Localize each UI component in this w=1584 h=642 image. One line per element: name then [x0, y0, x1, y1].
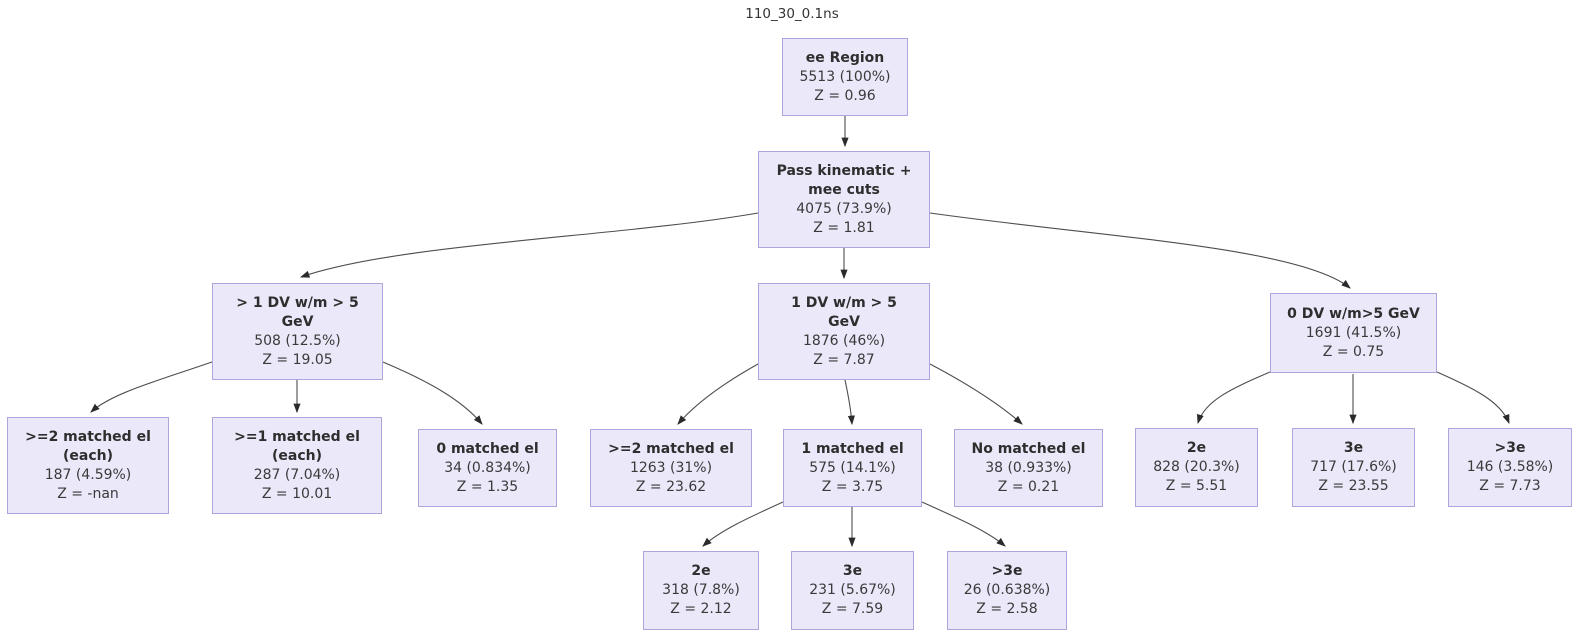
- node-gt1-dv: > 1 DV w/m > 5 GeV 508 (12.5%) Z = 19.05: [212, 283, 383, 380]
- node-count: 287 (7.04%): [253, 466, 341, 483]
- node-m1-3e: 3e 231 (5.67%) Z = 7.59: [791, 551, 914, 630]
- edge-pass-to-gt1dv: [299, 212, 759, 278]
- node-z: Z = 2.58: [976, 601, 1038, 617]
- node-label: 2e: [691, 563, 711, 579]
- node-m1-gt3e: >3e 26 (0.638%) Z = 2.58: [947, 551, 1067, 630]
- node-count: 717 (17.6%): [1310, 459, 1397, 475]
- node-label: 0 DV w/m>5 GeV: [1287, 305, 1420, 322]
- edge-gt1dv-to-zeromatched: [382, 361, 483, 425]
- node-zero-matched: 0 matched el 34 (0.834%) Z = 1.35: [418, 429, 557, 507]
- node-z: Z = 1.81: [813, 219, 875, 236]
- node-count: 575 (14.1%): [809, 459, 896, 476]
- node-dv0-gt3e: >3e 146 (3.58%) Z = 7.73: [1448, 428, 1572, 507]
- node-count: 231 (5.67%): [809, 582, 896, 598]
- node-dv0-3e: 3e 717 (17.6%) Z = 23.55: [1292, 428, 1415, 507]
- node-ge1-matched-each: >=1 matched el (each) 287 (7.04%) Z = 10…: [212, 417, 382, 514]
- edge-gt1dv-to-ge2each: [90, 361, 213, 413]
- node-count: 1876 (46%): [802, 332, 886, 349]
- node-z: Z = 1.35: [456, 478, 519, 495]
- node-label: >=1 matched el (each): [234, 428, 360, 464]
- node-label: No matched el: [971, 440, 1086, 457]
- node-z: Z = 0.21: [997, 478, 1060, 495]
- node-label: >3e: [991, 563, 1023, 579]
- diagram-title: 110_30_0.1ns: [745, 6, 839, 22]
- node-z: Z = 0.96: [814, 87, 876, 104]
- node-one-dv: 1 DV w/m > 5 GeV 1876 (46%) Z = 7.87: [758, 283, 930, 380]
- node-count: 318 (7.8%): [662, 582, 740, 598]
- node-count: 34 (0.834%): [444, 459, 531, 476]
- node-z: Z = 7.87: [813, 351, 875, 368]
- node-label: 2e: [1186, 440, 1207, 456]
- node-z: Z = 5.51: [1165, 478, 1228, 494]
- node-count: 187 (4.59%): [44, 466, 132, 483]
- edge-onedv-to-nomatched: [929, 363, 1023, 425]
- node-count: 4075 (73.9%): [796, 200, 892, 217]
- node-ee-region: ee Region 5513 (100%) Z = 0.96: [782, 38, 908, 116]
- edge-onedv-to-onematched: [844, 379, 855, 426]
- node-label: Pass kinematic + mee cuts: [776, 162, 912, 198]
- node-no-matched: No matched el 38 (0.933%) Z = 0.21: [954, 429, 1103, 507]
- node-count: 508 (12.5%): [254, 332, 341, 349]
- edge-onematched-to-m1gt3e: [921, 501, 1006, 547]
- node-count: 5513 (100%): [799, 68, 891, 85]
- node-count: 26 (0.638%): [963, 582, 1051, 598]
- node-dv0-2e: 2e 828 (20.3%) Z = 5.51: [1135, 428, 1258, 507]
- node-z: Z = 23.62: [635, 478, 707, 495]
- node-z: Z = 7.59: [821, 601, 884, 617]
- node-zero-dv: 0 DV w/m>5 GeV 1691 (41.5%) Z = 0.75: [1270, 293, 1437, 373]
- node-label: >3e: [1494, 440, 1526, 456]
- node-count: 1691 (41.5%): [1305, 324, 1402, 341]
- node-count: 38 (0.933%): [985, 459, 1072, 476]
- node-z: Z = 7.73: [1479, 478, 1541, 494]
- node-label: >=2 matched el: [608, 440, 734, 457]
- node-z: Z = 2.12: [670, 601, 732, 617]
- node-z: Z = 10.01: [261, 485, 333, 502]
- node-m1-2e: 2e 318 (7.8%) Z = 2.12: [643, 551, 759, 630]
- node-pass-kinematic: Pass kinematic + mee cuts 4075 (73.9%) Z…: [758, 151, 930, 248]
- node-z: Z = 23.55: [1318, 478, 1389, 494]
- node-label: >=2 matched el (each): [25, 428, 151, 464]
- edge-zerodv-to-dv02e: [1196, 371, 1271, 425]
- node-ge2-matched: >=2 matched el 1263 (31%) Z = 23.62: [590, 429, 752, 507]
- edge-zerodv-to-dv0gt3e: [1436, 371, 1510, 425]
- node-z: Z = -nan: [57, 485, 119, 502]
- node-label: 1 DV w/m > 5 GeV: [791, 294, 897, 330]
- node-z: Z = 3.75: [821, 478, 884, 495]
- node-label: 1 matched el: [801, 440, 904, 457]
- node-count: 146 (3.58%): [1466, 459, 1554, 475]
- node-count: 828 (20.3%): [1153, 459, 1240, 475]
- node-label: 3e: [842, 563, 863, 579]
- node-label: 3e: [1343, 440, 1364, 456]
- node-ge2-matched-each: >=2 matched el (each) 187 (4.59%) Z = -n…: [7, 417, 169, 514]
- edge-onedv-to-ge2matched: [677, 363, 759, 425]
- node-label: 0 matched el: [436, 440, 539, 457]
- edge-pass-to-zerodv: [929, 212, 1351, 289]
- node-z: Z = 0.75: [1322, 343, 1385, 360]
- edge-onematched-to-m12e: [702, 501, 784, 547]
- node-label: > 1 DV w/m > 5 GeV: [236, 294, 359, 330]
- node-count: 1263 (31%): [629, 459, 713, 476]
- node-z: Z = 19.05: [262, 351, 333, 368]
- node-one-matched: 1 matched el 575 (14.1%) Z = 3.75: [783, 429, 922, 507]
- node-label: ee Region: [805, 49, 885, 66]
